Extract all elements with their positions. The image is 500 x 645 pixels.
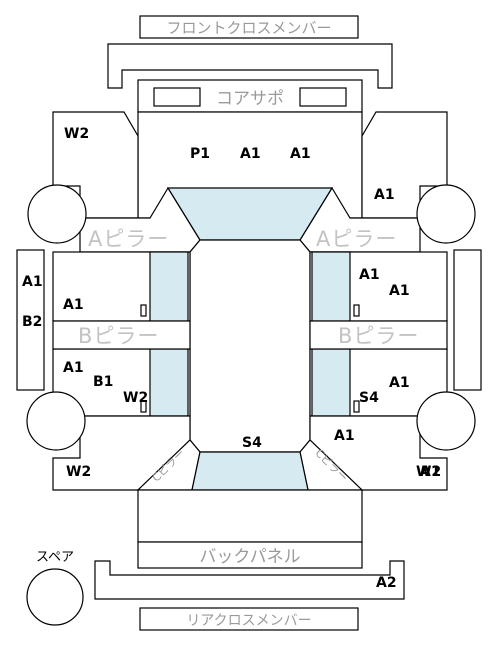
- right-headlight: [299, 87, 347, 107]
- code-left-rear-door-w2: W2: [123, 390, 148, 406]
- front-bumper: [107, 43, 393, 89]
- left-rear-window: [149, 348, 189, 417]
- right-front-window: [311, 251, 351, 322]
- front-cross-member-label: フロントクロスメンバー: [166, 19, 331, 37]
- rear-cross-member-box: [139, 607, 359, 631]
- code-rear-right-a1: A1: [420, 464, 441, 480]
- right-b-pillar: [309, 320, 448, 350]
- right-rear-window: [311, 348, 351, 417]
- spare-label: スペア: [36, 550, 74, 565]
- code-front-p1: P1: [190, 146, 210, 162]
- code-right-rear-door-s4: S4: [359, 390, 379, 406]
- core-support-label: コアサポ: [216, 89, 284, 109]
- code-right-front-door-a1-top: A1: [359, 267, 380, 283]
- a-pillar-left-label: Aピラー: [88, 227, 169, 251]
- code-left-rear-door-b1: B1: [93, 374, 113, 390]
- roof: [189, 239, 311, 453]
- code-roof-s4: S4: [242, 435, 262, 451]
- back-panel-label: バックパネル: [199, 547, 300, 567]
- code-trunk-a2: A2: [376, 575, 397, 591]
- left-front-wheel: [27, 184, 87, 244]
- code-front-a1-left: A1: [240, 146, 261, 162]
- left-b-pillar: [52, 320, 191, 350]
- left-rear-wheel: [26, 391, 86, 451]
- code-rear-left-w2: W2: [66, 464, 91, 480]
- rear-glass: [191, 451, 309, 491]
- left-rear-handle: [140, 400, 147, 413]
- rear-bumper: [94, 560, 405, 600]
- left-side-step: [16, 249, 45, 391]
- trunk-lid: [137, 489, 363, 543]
- b-pillar-right-label: Bピラー: [338, 324, 419, 348]
- right-side-step: [453, 249, 482, 391]
- right-rear-wheel: [416, 391, 476, 451]
- code-front-left-w2: W2: [64, 126, 89, 142]
- right-front-wheel: [416, 184, 476, 244]
- a-pillar-right-label: Aピラー: [316, 227, 397, 251]
- code-rear-right-w2: W2: [416, 464, 441, 480]
- rear-cross-member-label: リアクロスメンバー: [186, 613, 311, 629]
- code-left-rear-door-a1: A1: [63, 360, 84, 376]
- right-rear-handle: [353, 400, 360, 413]
- code-front-a1-right: A1: [290, 146, 311, 162]
- front-cross-member-box: [139, 15, 359, 39]
- code-right-rear-a1: A1: [334, 428, 355, 444]
- code-right-rear-door-a1: A1: [389, 375, 410, 391]
- code-left-front-door-a1: A1: [63, 297, 84, 313]
- code-front-right-a1: A1: [374, 187, 395, 203]
- code-left-panel-b2: B2: [22, 314, 42, 330]
- back-panel-box: [137, 541, 363, 569]
- left-front-handle: [140, 304, 147, 317]
- right-rear-quarter: [309, 415, 448, 491]
- b-pillar-left-label: Bピラー: [78, 324, 159, 348]
- code-right-front-door-a1: A1: [389, 283, 410, 299]
- right-front-handle: [353, 304, 360, 317]
- left-rear-quarter: [52, 415, 191, 491]
- left-headlight: [153, 87, 201, 107]
- code-left-panel-a1: A1: [22, 274, 43, 290]
- spare-tire: [26, 568, 84, 626]
- left-front-window: [149, 251, 189, 322]
